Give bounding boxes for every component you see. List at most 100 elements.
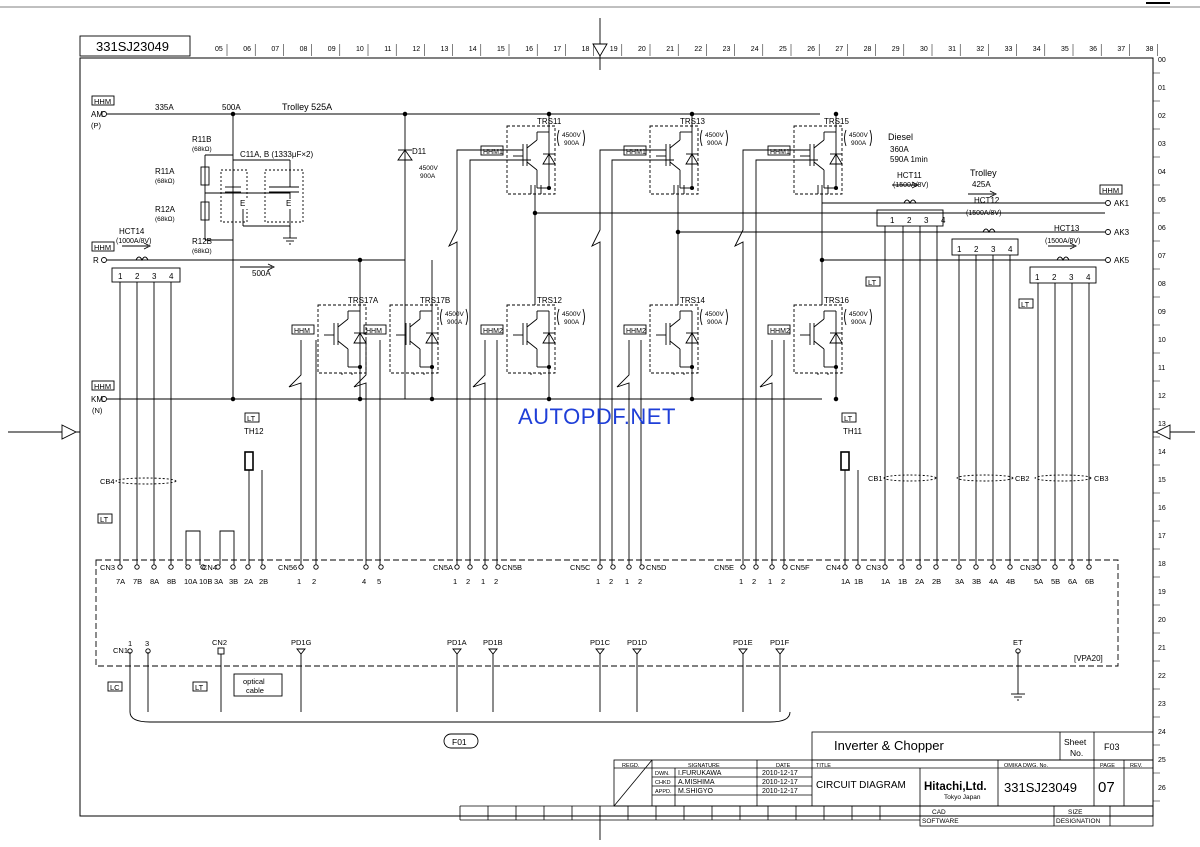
connector-pin xyxy=(956,564,962,570)
column-label: 30 xyxy=(920,46,928,53)
igbt-rating-a: 900A xyxy=(851,319,867,326)
current-trolley-525a: Trolley 525A xyxy=(282,102,332,112)
hct11-value: (1500A/8V) xyxy=(893,182,928,189)
title-label: TITLE xyxy=(816,763,831,769)
hct-pin: 3 xyxy=(152,272,157,281)
designation-label: DESIGNATION xyxy=(1056,818,1101,825)
igbt-label: TRS17A xyxy=(348,296,379,305)
hct-pin: 2 xyxy=(1052,273,1057,282)
connector-cn2: CN2 xyxy=(212,638,227,647)
hct-pin: 3 xyxy=(991,245,996,254)
chkd-label: CHKD xyxy=(655,780,671,786)
connector-pin xyxy=(313,564,319,570)
connector-pin-label: 2 xyxy=(494,577,498,586)
column-label: 17 xyxy=(553,46,561,53)
row-label: 26 xyxy=(1158,785,1166,792)
hct-pin: 2 xyxy=(974,245,979,254)
connector-label: CN5D xyxy=(646,563,667,572)
connector-pin-label: 4 xyxy=(362,577,366,586)
igbt-rating-v: 4500V xyxy=(705,132,724,139)
cb2-label: CB2 xyxy=(1015,474,1030,483)
igbt-drive-tag: HHM2 xyxy=(483,328,503,335)
hct-pin: 1 xyxy=(1035,273,1040,282)
watermark: AUTOPDF.NET xyxy=(518,404,676,429)
connector-label: CN3 xyxy=(866,563,881,572)
igbt-drive-tag: HHM1 xyxy=(483,149,503,156)
connector-pin xyxy=(260,564,266,570)
connector-pin-label: 1 xyxy=(453,577,457,586)
connector-pin xyxy=(1035,564,1041,570)
center-mark-left xyxy=(8,424,80,440)
igbt-drive-tag: HHM xyxy=(294,328,310,335)
connector-pin xyxy=(1086,564,1092,570)
connector-pin-label: 1 xyxy=(297,577,301,586)
column-label: 19 xyxy=(610,46,618,53)
pd1d: PD1D xyxy=(627,638,648,647)
connector-label: CN4 xyxy=(202,563,217,572)
connector-pin-label: 3A xyxy=(955,577,964,586)
dc-negative-bus xyxy=(101,396,822,402)
company-city: Tokyo Japan xyxy=(944,794,981,801)
connector-label: CN56 xyxy=(278,563,297,572)
pd-connector xyxy=(595,648,605,655)
connector-pin xyxy=(782,564,788,570)
cb1-label: CB1 xyxy=(868,474,883,483)
igbt-label: TRS13 xyxy=(680,117,705,126)
connector-pin-label: 10B xyxy=(199,577,212,586)
row-label: 13 xyxy=(1158,421,1166,428)
d11-rating-v: 4500V xyxy=(419,165,438,172)
hhm-tag-r: HHM xyxy=(94,243,111,252)
connector-pin-label: 1 xyxy=(739,577,743,586)
pd-connector xyxy=(296,648,306,655)
connector-pin xyxy=(185,564,191,570)
circuit-diagram-title: CIRCUIT DIAGRAM xyxy=(816,780,906,791)
current-500a: 500A xyxy=(222,103,241,112)
column-label: 31 xyxy=(948,46,956,53)
column-label: 27 xyxy=(835,46,843,53)
r11a-value: (68kΩ) xyxy=(155,178,175,185)
hct14-label: HCT14 xyxy=(119,227,145,236)
connector-label: CN3 xyxy=(1020,563,1035,572)
connector-pin xyxy=(882,564,888,570)
lt-tag-3: LT xyxy=(247,414,256,423)
igbt-rating-v: 4500V xyxy=(445,311,464,318)
connector-pin-label: 7A xyxy=(116,577,125,586)
lt-tag-1: LT xyxy=(868,278,877,287)
column-label: 15 xyxy=(497,46,505,53)
column-label: 07 xyxy=(271,46,279,53)
hct-pin: 1 xyxy=(118,272,123,281)
cn1-pin-1: 1 xyxy=(128,639,132,648)
no-label: No. xyxy=(1070,748,1083,758)
column-label: 22 xyxy=(694,46,702,53)
optical-label: optical xyxy=(243,677,265,686)
column-label: 05 xyxy=(215,46,223,53)
appd-label: APPD. xyxy=(655,789,672,795)
r-bus xyxy=(101,257,405,263)
pd1a: PD1A xyxy=(447,638,467,647)
terminal-ak1: AK1 xyxy=(1114,199,1130,208)
connector-pin xyxy=(973,564,979,570)
row-label: 15 xyxy=(1158,477,1166,484)
connector-pin-label: 2A xyxy=(915,577,924,586)
connector-pin xyxy=(626,564,632,570)
connector-pin-label: 2 xyxy=(466,577,470,586)
hct-pin: 4 xyxy=(1086,273,1091,282)
connector-pin-label: 2 xyxy=(312,577,316,586)
row-label: 17 xyxy=(1158,533,1166,540)
dwn-date: 2010-12-17 xyxy=(762,770,798,777)
row-label: 14 xyxy=(1158,449,1166,456)
terminal-km: KM xyxy=(91,395,103,404)
connector-pin xyxy=(842,564,848,570)
connector-pin xyxy=(230,564,236,570)
lt-tag-4: LT xyxy=(844,414,853,423)
r12b-label: R12B xyxy=(192,237,212,246)
cb4-label: CB4 xyxy=(100,477,115,486)
drawing-number-box xyxy=(79,35,191,57)
column-label: 28 xyxy=(864,46,872,53)
igbt-rating-v: 4500V xyxy=(562,311,581,318)
pd-connector xyxy=(488,648,498,655)
connector-label: CN4 xyxy=(826,563,841,572)
